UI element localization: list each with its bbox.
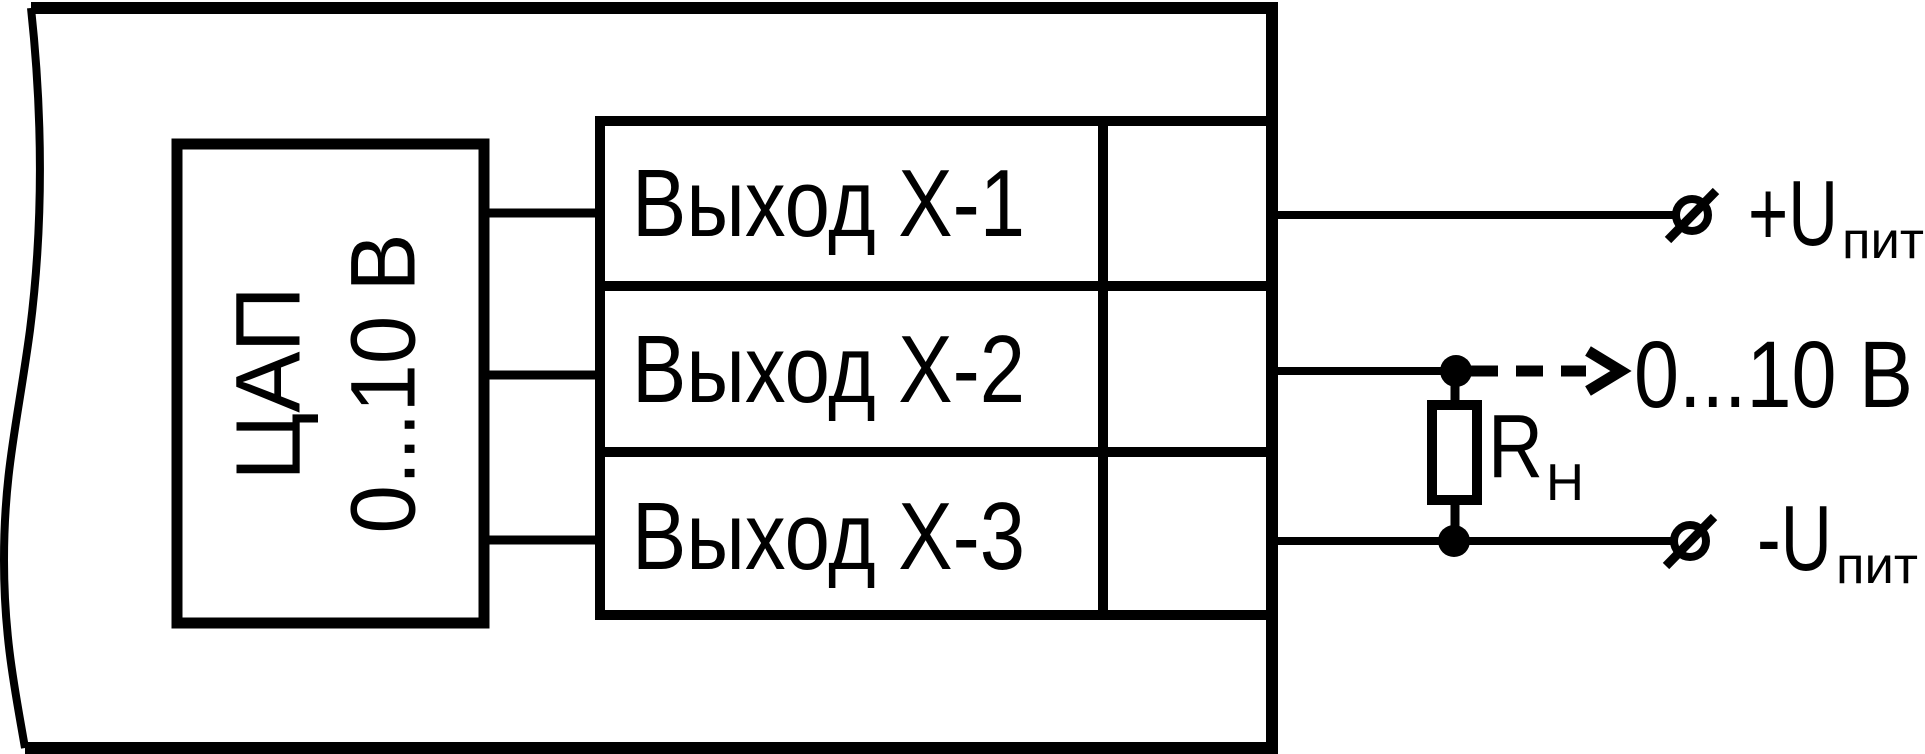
load-resistor-label: R Н [1488,397,1584,512]
output-row-label-x2: Выход Х-2 [632,316,1025,423]
output-terminal-block [595,116,1272,620]
plus-supply-label: +U пит [1748,161,1924,270]
load-resistor-body [1427,400,1482,505]
minus-terminal-slash [1662,513,1718,570]
signal-arrowhead-icon [1585,346,1632,396]
load-resistor-sub: Н [1546,454,1584,512]
dac-box [171,138,490,629]
plus-terminal-slash [1664,187,1720,244]
minus-supply-sub: пит [1836,537,1918,595]
plus-supply-sub: пит [1842,212,1924,270]
plus-supply-main: +U [1748,161,1838,265]
device-torn-edge [0,7,44,749]
signal-junction-dot [1440,355,1472,387]
device-enclosure-outline [25,2,1278,754]
output-row-label-x1: Выход Х-1 [632,150,1025,257]
signal-range-label: 0...10 В [1634,322,1913,428]
output-row-label-x3: Выход Х-3 [632,483,1025,590]
minus-junction-dot [1438,525,1470,557]
dac-label-line2: 0...10 В [333,234,435,534]
dac-label-line1: ЦАП [218,286,320,481]
plus-terminal-circle [1672,195,1712,235]
dac-label: ЦАП 0...10 В [218,234,435,534]
minus-terminal-circle [1670,521,1710,561]
minus-terminal-icon [1662,513,1718,570]
minus-supply-label: -U пит [1757,486,1918,595]
plus-terminal-icon [1664,187,1720,244]
minus-supply-main: -U [1757,486,1832,590]
load-resistor-name: R [1488,397,1543,497]
